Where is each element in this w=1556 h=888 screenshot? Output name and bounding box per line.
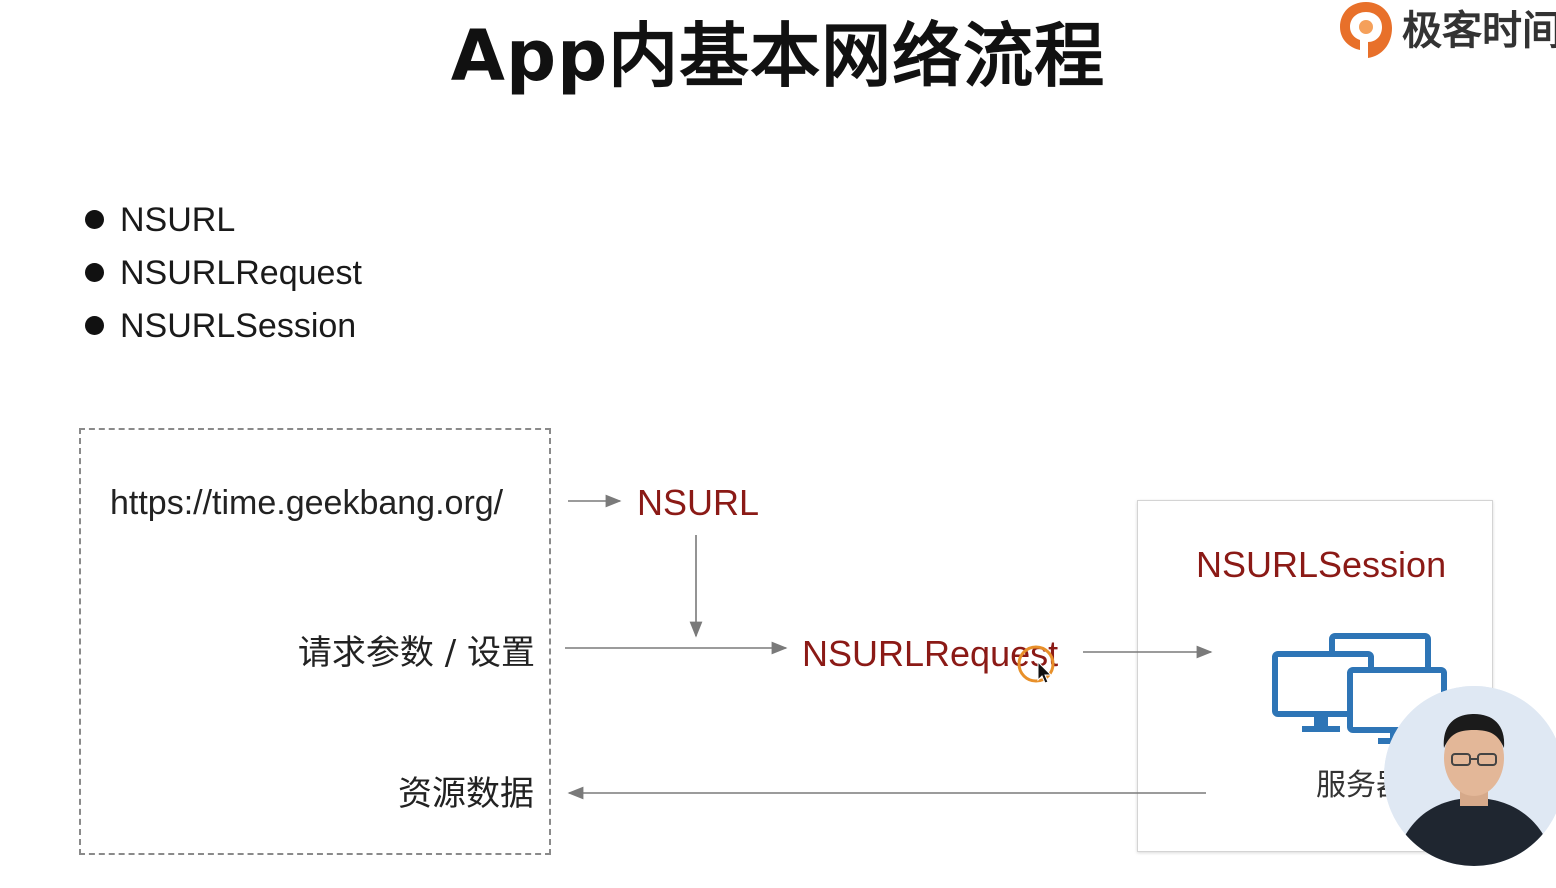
mouse-cursor-icon bbox=[1017, 645, 1055, 684]
bullet-text: NSURLRequest bbox=[120, 254, 362, 292]
presenter-video bbox=[1384, 686, 1556, 866]
client-dashed-box bbox=[79, 428, 551, 855]
nsurlsession-label: NSURLSession bbox=[1196, 544, 1447, 585]
presenter-avatar-icon bbox=[1384, 686, 1556, 866]
params-text: 请求参数 / 设置 bbox=[297, 633, 535, 673]
brand-logo: 极客时间 bbox=[1338, 0, 1556, 64]
bullet-dot-icon bbox=[85, 210, 104, 229]
bullet-item: NSURLRequest bbox=[82, 249, 362, 302]
bullet-item: NSURLSession bbox=[82, 302, 362, 355]
logo-text: 极客时间 bbox=[1402, 8, 1556, 54]
bullet-list: NSURL NSURLRequest NSURLSession bbox=[82, 196, 362, 355]
bullet-dot-icon bbox=[85, 263, 104, 282]
bullet-item: NSURL bbox=[82, 196, 362, 249]
nsurl-label: NSURL bbox=[637, 482, 760, 523]
slide-title: App内基本网络流程 bbox=[450, 15, 1106, 97]
resource-data-text: 资源数据 bbox=[398, 774, 534, 814]
bullet-text: NSURLSession bbox=[120, 307, 357, 345]
bullet-dot-icon bbox=[85, 316, 104, 335]
geekbang-logo-icon bbox=[1340, 2, 1392, 58]
url-text: https://time.geekbang.org/ bbox=[110, 484, 504, 522]
bullet-text: NSURL bbox=[120, 201, 236, 239]
nsurlrequest-label: NSURLRequest bbox=[802, 633, 1059, 674]
